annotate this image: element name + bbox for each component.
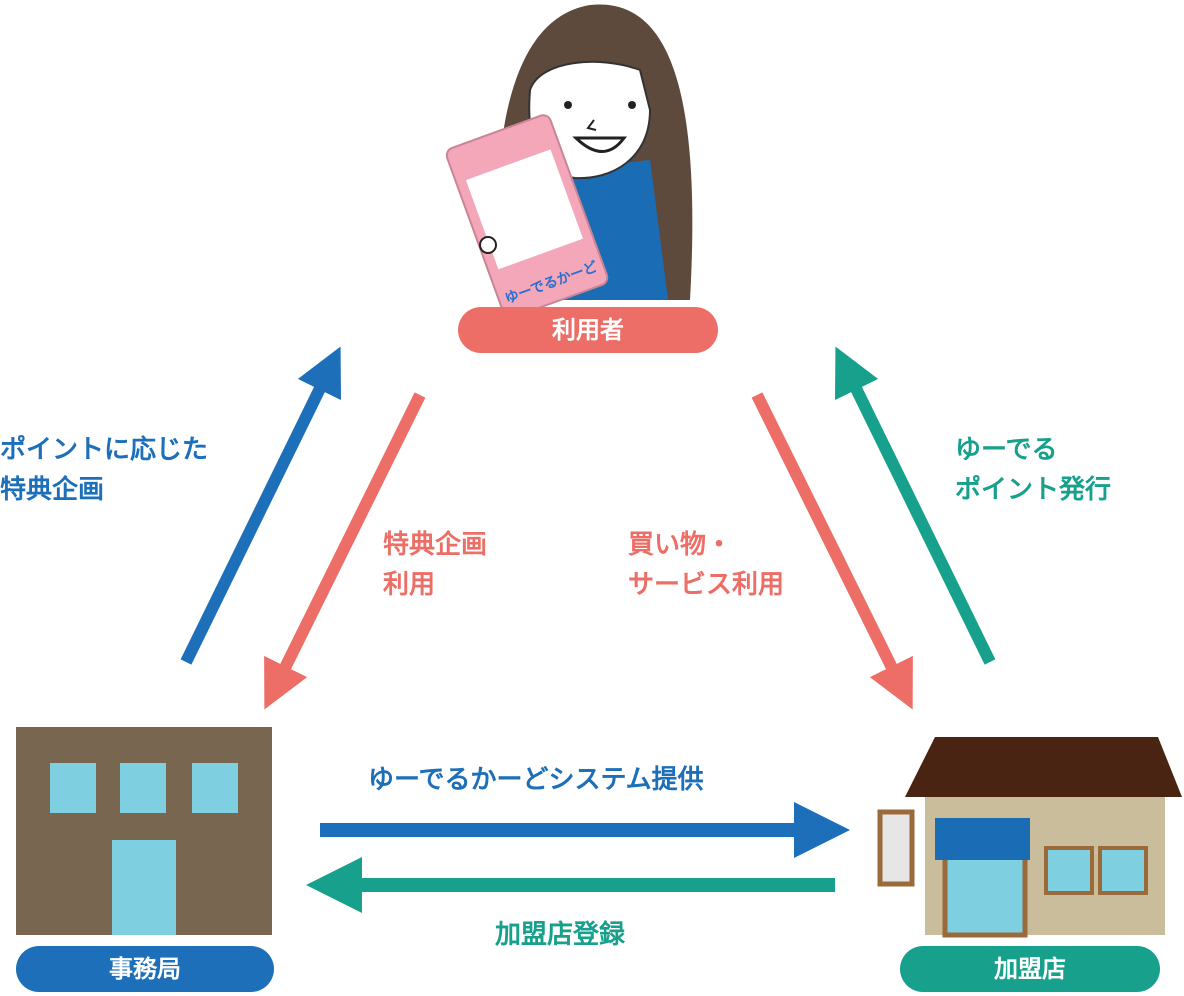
flow-text: ポイント発行 bbox=[955, 475, 1112, 505]
arrow-store-to-user bbox=[835, 346, 996, 665]
office-building-icon bbox=[16, 727, 272, 935]
flow-text: 特典企画 bbox=[383, 530, 488, 560]
store-label: 加盟店 bbox=[900, 946, 1160, 992]
office-label: 事務局 bbox=[16, 946, 274, 992]
user-label: 利用者 bbox=[458, 307, 718, 353]
arrow-user-to-office bbox=[264, 392, 426, 710]
flow-text: 利用 bbox=[383, 570, 436, 600]
arrow-user-to-store bbox=[751, 392, 913, 710]
flow-label-user-to-store: 買い物・ サービス利用 bbox=[628, 525, 784, 605]
user-illustration: ゆーでるかーど bbox=[445, 4, 693, 319]
flow-label-office-to-store: ゆーでるかーどシステム提供 bbox=[368, 765, 704, 795]
flow-label-store-to-office: 加盟店登録 bbox=[495, 920, 626, 950]
flow-text: 特典企画 bbox=[0, 475, 105, 505]
flow-label-user-to-office: 特典企画 利用 bbox=[383, 525, 487, 605]
flow-text: ポイントに応じた bbox=[0, 435, 209, 465]
store-building-icon bbox=[877, 737, 1182, 938]
card-image: ゆーでるかーど bbox=[445, 114, 609, 319]
flow-label-office-to-user: ポイントに応じた 特典企画 bbox=[0, 430, 208, 510]
flow-text: 買い物・ bbox=[628, 530, 733, 560]
arrow-office-to-user bbox=[180, 346, 341, 665]
flow-label-store-to-user: ゆーでる ポイント発行 bbox=[955, 430, 1111, 510]
flow-text: サービス利用 bbox=[628, 570, 785, 600]
flow-text: ゆーでる bbox=[955, 435, 1058, 465]
